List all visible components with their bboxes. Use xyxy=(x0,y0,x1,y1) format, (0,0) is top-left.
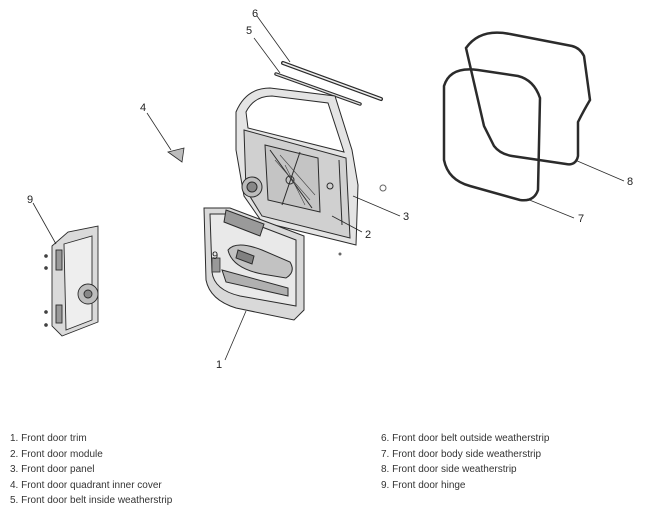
body-side-weatherstrip xyxy=(442,68,542,202)
door-panel xyxy=(235,87,359,246)
door-hinge xyxy=(44,225,99,337)
leader-lines xyxy=(32,15,625,361)
callout-7: 7 xyxy=(578,213,584,225)
screw-part xyxy=(379,184,387,192)
belt-outside-weatherstrip xyxy=(281,61,383,101)
legend-item: 7. Front door body side weatherstrip xyxy=(381,448,542,460)
screw-part xyxy=(338,252,342,256)
door-module xyxy=(274,154,316,206)
quadrant-inner-cover xyxy=(167,147,185,163)
legend-item: 1. Front door trim xyxy=(10,433,87,444)
legend-item: 4. Front door quadrant inner cover xyxy=(10,479,162,491)
door-hinge-detail xyxy=(211,257,221,273)
legend-item: 2. Front door module xyxy=(10,448,103,460)
callout-3: 3 xyxy=(403,211,409,223)
legend-left-column: 1. Front door trim 2. Front door module … xyxy=(10,431,172,509)
callout-2: 2 xyxy=(365,229,371,241)
side-weatherstrip xyxy=(464,31,592,166)
belt-inside-weatherstrip xyxy=(274,72,362,106)
legend-item: 8. Front door side weatherstrip xyxy=(381,464,517,475)
legend-item: 5. Front door belt inside weatherstrip xyxy=(10,495,173,506)
callout-5: 5 xyxy=(246,25,252,37)
legend-item: 9. Front door hinge xyxy=(381,479,466,491)
legend-item: 6. Front door belt outside weatherstrip xyxy=(381,433,550,444)
legend-item: 3. Front door panel xyxy=(10,464,95,475)
legend-right-column: 6. Front door belt outside weatherstrip … xyxy=(381,431,549,493)
callout-9-trim: 9 xyxy=(212,250,218,262)
door-trim xyxy=(203,207,305,321)
callout-4: 4 xyxy=(140,102,146,114)
callout-1: 1 xyxy=(216,359,222,371)
callout-8: 8 xyxy=(627,176,633,188)
callout-9-hinge: 9 xyxy=(27,194,33,206)
callout-6: 6 xyxy=(252,8,258,20)
exploded-door-diagram: 1 2 3 4 5 6 7 8 9 9 xyxy=(27,8,633,371)
